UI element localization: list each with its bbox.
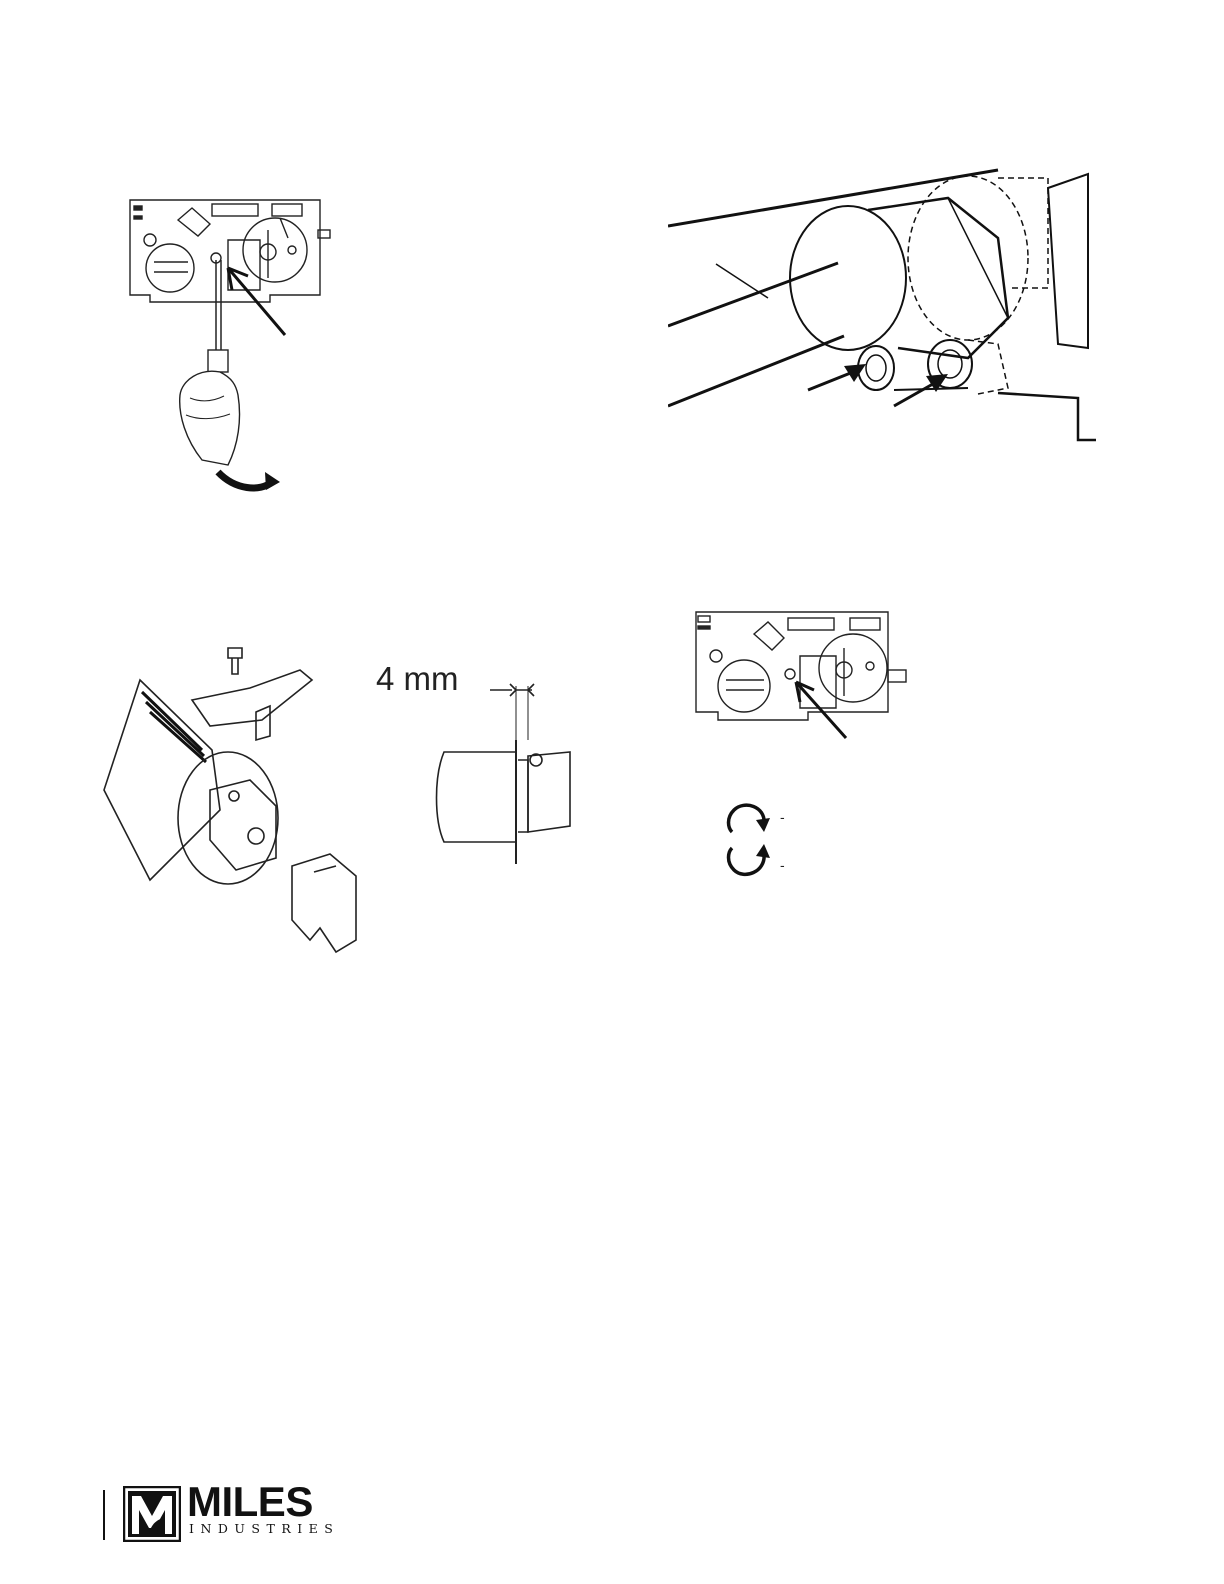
control-knob [718, 660, 770, 712]
miles-logo-icon [123, 1486, 181, 1542]
valve-housing [908, 176, 1028, 340]
switch-block [178, 208, 210, 236]
logo-subtitle: INDUSTRIES [189, 1521, 339, 1536]
rotate-arrow-icon [218, 472, 272, 488]
connector-strip [788, 618, 834, 630]
regulator-dial [243, 218, 307, 282]
figure-pressure-taps [668, 168, 1100, 450]
screw-icon [228, 648, 242, 674]
pressure-tap-inlet [858, 346, 894, 390]
figure-valve-adjust [688, 604, 914, 744]
bracket-side [528, 752, 570, 832]
arrow-pointer [796, 682, 846, 738]
adjust-screw [785, 669, 795, 679]
burner-end-view [437, 752, 517, 842]
hand-icon [180, 371, 240, 465]
rotation-mark-clockwise: - [780, 810, 785, 824]
gas-pipe [668, 263, 838, 326]
fitting-nut [790, 206, 906, 350]
top-bracket-plate [192, 670, 312, 726]
connector-strip [212, 204, 258, 216]
figure-valve-screwdriver [120, 190, 350, 500]
figure-gap-side-view [430, 680, 590, 870]
regulator-dial [819, 634, 887, 702]
control-knob [146, 244, 194, 292]
logo-wordmark: MILES [187, 1482, 313, 1522]
screwdriver [208, 260, 228, 372]
bracket-box [210, 780, 276, 870]
rotation-legend [720, 798, 780, 888]
clockwise-icon [729, 805, 765, 832]
footer-divider [103, 1490, 105, 1540]
rotation-mark-counterclockwise: - [780, 858, 785, 872]
burner-end-ring [178, 752, 278, 884]
figure-burner-bracket [100, 640, 370, 956]
